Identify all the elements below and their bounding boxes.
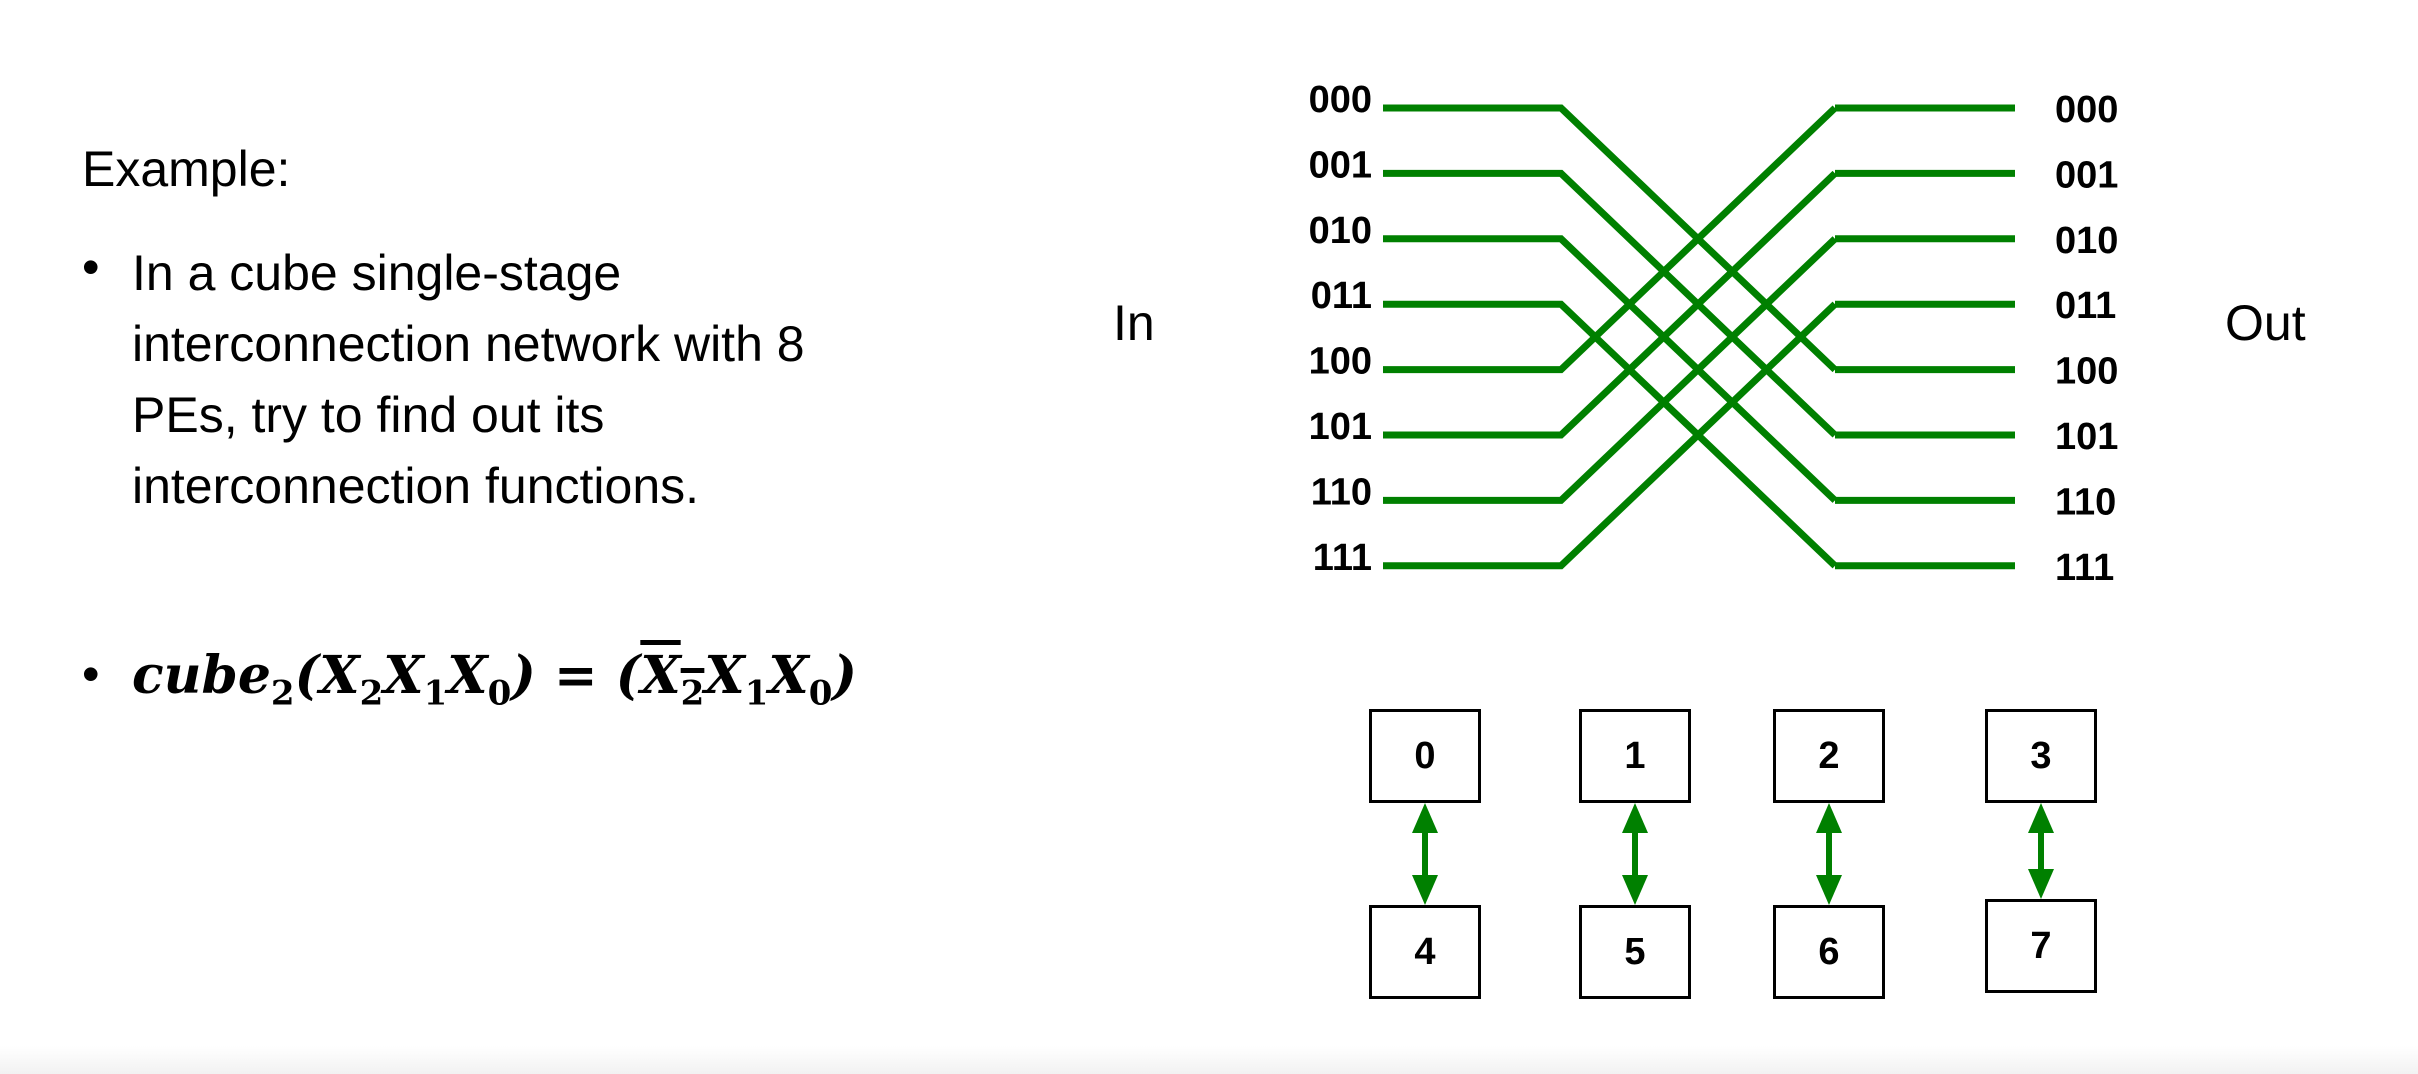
arrowhead-up-icon — [2028, 803, 2054, 833]
arrowhead-down-icon — [1816, 875, 1842, 905]
question-line: interconnection functions. — [132, 458, 700, 514]
input-label: 111 — [1313, 537, 1372, 579]
connection-line — [1383, 300, 1838, 569]
input-label: 110 — [1311, 471, 1372, 513]
question-text: In a cube single-stage interconnection n… — [132, 238, 805, 522]
output-label: 101 — [2055, 416, 2118, 458]
input-label: 100 — [1309, 341, 1372, 383]
in-label: In — [1113, 295, 1155, 351]
input-label: 011 — [1311, 275, 1372, 317]
connection-line — [1383, 169, 1838, 438]
output-label: 111 — [2055, 547, 2114, 589]
cube-formula: cube2(X2X1X0) = (X2X1X0) — [132, 645, 858, 714]
bullet-dot: • — [82, 646, 100, 702]
input-label: 000 — [1309, 79, 1372, 121]
arrowhead-down-icon — [1412, 875, 1438, 905]
output-label: 100 — [2055, 351, 2118, 393]
out-label: Out — [2225, 295, 2306, 351]
output-label: 000 — [2055, 89, 2118, 131]
connection-line — [1383, 170, 1838, 439]
connection-line — [1383, 105, 1838, 374]
output-label: 110 — [2055, 481, 2116, 523]
pe-box-0: 0 — [1369, 709, 1481, 803]
bullet-dot: • — [82, 239, 100, 295]
pe-box-3: 3 — [1985, 709, 2097, 803]
question-line: In a cube single-stage — [132, 245, 622, 301]
question-line: PEs, try to find out its — [132, 387, 605, 443]
output-label: 011 — [2055, 285, 2116, 327]
pe-box-7: 7 — [1985, 899, 2097, 993]
arrowhead-down-icon — [2028, 869, 2054, 899]
arrowhead-down-icon — [1622, 875, 1648, 905]
arrowhead-up-icon — [1622, 803, 1648, 833]
connection-line — [1383, 235, 1838, 503]
pe-box-5: 5 — [1579, 905, 1691, 999]
input-label: 010 — [1309, 210, 1372, 252]
bottom-shadow — [0, 1046, 2418, 1074]
pe-box-4: 4 — [1369, 905, 1481, 999]
pe-box-6: 6 — [1773, 905, 1885, 999]
connection-line — [1383, 236, 1838, 504]
example-heading: Example: — [82, 141, 291, 197]
arrowhead-up-icon — [1412, 803, 1438, 833]
input-label: 101 — [1309, 406, 1372, 448]
arrowhead-up-icon — [1816, 803, 1842, 833]
connection-line — [1383, 301, 1838, 570]
output-label: 010 — [2055, 220, 2118, 262]
connection-line — [1383, 104, 1838, 373]
pe-box-2: 2 — [1773, 709, 1885, 803]
pe-box-1: 1 — [1579, 709, 1691, 803]
output-label: 001 — [2055, 154, 2118, 196]
question-line: interconnection network with 8 — [132, 316, 805, 372]
input-label: 001 — [1309, 144, 1372, 186]
